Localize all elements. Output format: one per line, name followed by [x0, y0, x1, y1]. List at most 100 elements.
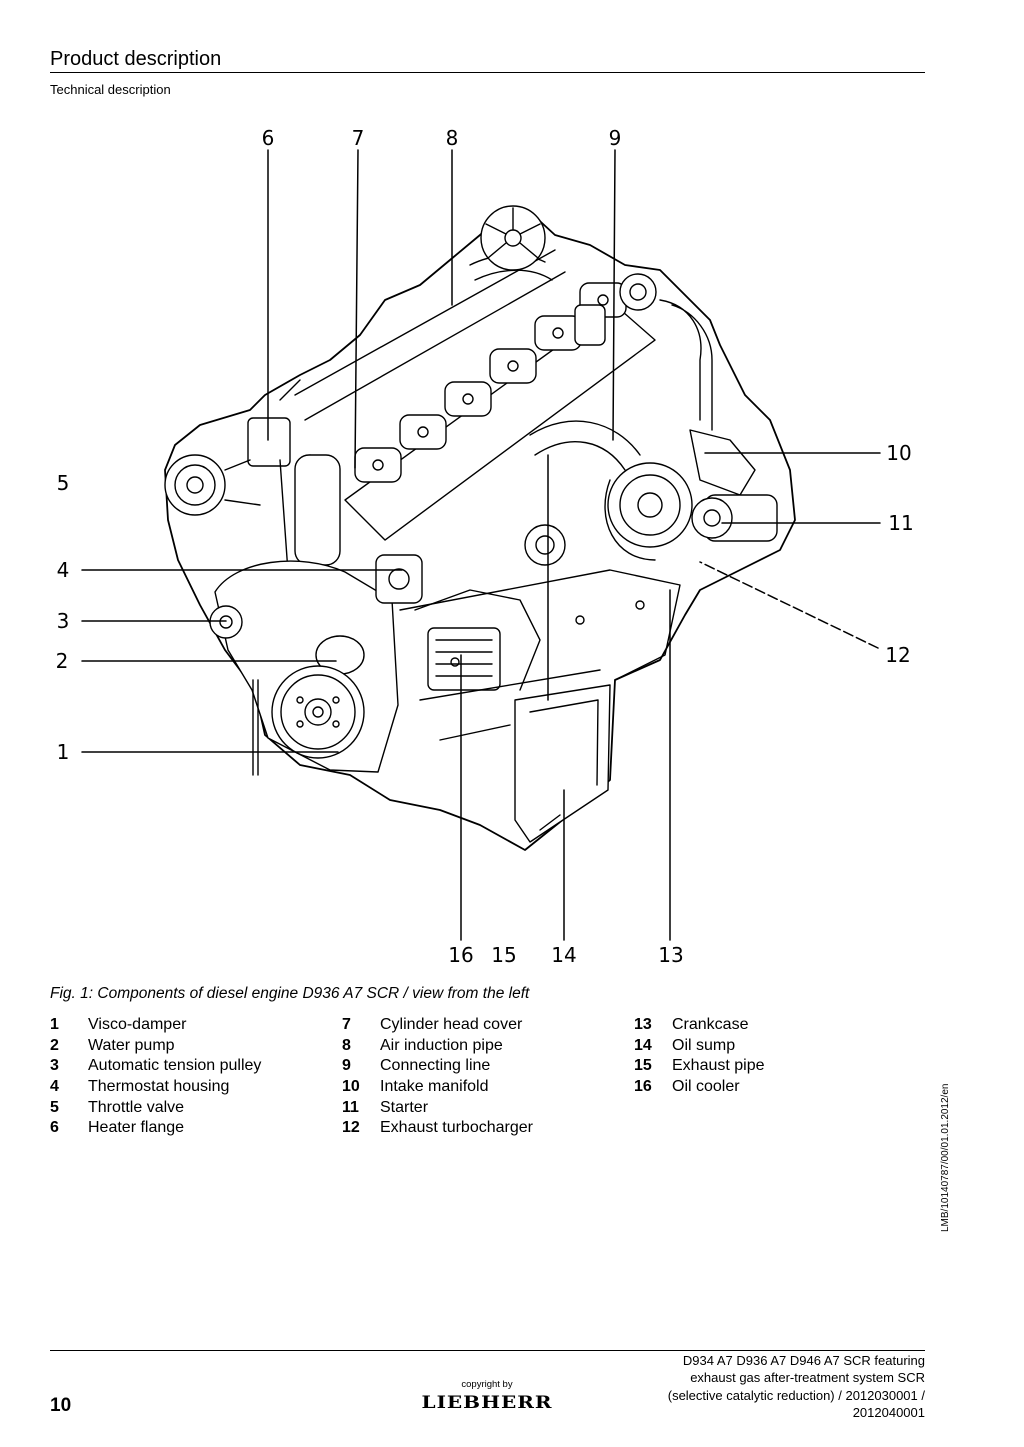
legend-number: 11 [342, 1098, 359, 1116]
legend-label: Air induction pipe [380, 1036, 503, 1054]
legend-item: 2 Water pump [50, 1036, 340, 1057]
legend-item: 3 Automatic tension pulley [50, 1056, 340, 1077]
legend-item: 4 Thermostat housing [50, 1077, 340, 1098]
legend-label: Cylinder head cover [380, 1016, 523, 1033]
legend-label: Exhaust turbocharger [380, 1119, 533, 1137]
legend-item: 5 Throttle valve [50, 1098, 340, 1119]
legend-number: 9 [342, 1057, 351, 1075]
legend-label: Exhaust pipe [672, 1057, 765, 1075]
document-title-line: 2012040001 [852, 1405, 925, 1421]
legend-number: 15 [634, 1057, 652, 1075]
leader-lines [81, 149, 881, 941]
legend-label: Starter [380, 1098, 429, 1116]
air-induction-pipe [279, 249, 566, 421]
callout-9: 9 [608, 126, 622, 150]
callout-14: 14 [551, 943, 577, 967]
legend-item: 1 Visco-damper [50, 1015, 340, 1036]
legend-number: 2 [50, 1036, 59, 1054]
legend-label: Automatic tension pulley [88, 1057, 262, 1075]
copyright-text: copyright by [461, 1379, 513, 1390]
legend-item: 16 Oil cooler [634, 1077, 924, 1098]
legend-item: 8 Air induction pipe [342, 1036, 632, 1057]
tension-pulley [209, 605, 243, 639]
legend-item: 7 Cylinder head cover [342, 1015, 632, 1036]
legend-number: 16 [634, 1078, 652, 1096]
legend-label: Thermostat housing [88, 1078, 230, 1096]
callout-5: 5 [56, 471, 70, 495]
legend-column-3: 13 Crankcase 14 Oil sump 15 Exhaust pipe 16… [634, 1015, 924, 1098]
header-rule [50, 72, 925, 73]
legend-label: Throttle valve [88, 1098, 185, 1116]
document-title-block: D934 A7 D936 A7 D946 A7 SCR featuring ex… [668, 1352, 925, 1422]
legend-label: Visco-damper [88, 1016, 187, 1033]
footer-rule [50, 1350, 925, 1351]
callout-13: 13 [658, 943, 684, 967]
legend-number: 10 [342, 1078, 360, 1096]
callout-4: 4 [56, 558, 70, 582]
callout-1: 1 [56, 740, 70, 764]
page-number: 10 [50, 1395, 72, 1416]
legend-item: 11 Starter [342, 1098, 632, 1119]
legend-item: 13 Crankcase [634, 1015, 924, 1036]
legend-item: 6 Heater flange [50, 1118, 340, 1139]
heater-flange [247, 417, 291, 467]
liebherr-logo: LIEBHERR [421, 1391, 553, 1413]
callout-2: 2 [55, 649, 69, 673]
exhaust-turbocharger [604, 462, 693, 561]
callout-6: 6 [261, 126, 275, 150]
legend-number: 4 [50, 1078, 59, 1096]
legend-label: Connecting line [380, 1057, 491, 1075]
legend-number: 13 [634, 1016, 652, 1033]
oil-cooler [427, 627, 501, 691]
exhaust-pipe [529, 420, 641, 471]
legend-label: Oil sump [672, 1036, 736, 1054]
callout-15: 15 [491, 943, 517, 967]
page-subtitle: Technical description [50, 82, 171, 97]
intake-wheel [480, 205, 546, 271]
oil-sump [514, 684, 611, 843]
legend-number: 6 [50, 1119, 59, 1137]
leader-9 [612, 149, 616, 441]
legend-column-2: 7 Cylinder head cover 8 Air induction pipe… [342, 1015, 632, 1139]
leader-12 [699, 561, 879, 649]
legend-number: 3 [50, 1057, 59, 1075]
leader-7 [354, 149, 359, 469]
document-title-line: D934 A7 D936 A7 D946 A7 SCR featuring [682, 1353, 925, 1368]
legend-number: 5 [50, 1098, 59, 1116]
callout-10: 10 [886, 441, 912, 465]
intake-manifold [689, 429, 756, 496]
dipstick [252, 679, 259, 776]
crankcase [399, 569, 681, 741]
figure-caption: Fig. 1: Components of diesel engine D936… [50, 985, 530, 1002]
page-title: Product description [50, 48, 222, 70]
throttle-valve [164, 454, 226, 516]
document-reference-code: LMB/10140787/00/01.01.2012/en [940, 1083, 951, 1232]
starter [691, 494, 778, 542]
callout-8: 8 [445, 126, 459, 150]
legend-number: 1 [50, 1016, 59, 1033]
legend-label: Water pump [88, 1036, 175, 1054]
legend-number: 12 [342, 1119, 360, 1137]
legend-item: 14 Oil sump [634, 1036, 924, 1057]
document-title-line: (selective catalytic reduction) / 201203… [667, 1387, 925, 1403]
callout-7: 7 [351, 126, 365, 150]
document-title-line: exhaust gas after-treatment system SCR [690, 1370, 925, 1386]
callout-16: 16 [448, 943, 474, 967]
legend-column-1: 1 Visco-damper 2 Water pump 3 Automatic ten… [50, 1015, 340, 1139]
engine-illustration [81, 149, 881, 941]
legend-number: 8 [342, 1036, 351, 1054]
legend-item: 9 Connecting line [342, 1056, 632, 1077]
callout-12: 12 [885, 643, 911, 667]
callout-3: 3 [56, 609, 70, 633]
legend-label: Oil cooler [672, 1078, 740, 1096]
callout-11: 11 [888, 511, 914, 535]
legend-label: Intake manifold [380, 1078, 489, 1096]
legend-label: Crankcase [672, 1016, 749, 1033]
thermostat-housing [375, 554, 423, 604]
legend-item: 10 Intake manifold [342, 1077, 632, 1098]
legend-number: 14 [634, 1036, 652, 1054]
legend-number: 7 [342, 1016, 351, 1033]
legend-item: 15 Exhaust pipe [634, 1056, 924, 1077]
legend-label: Heater flange [88, 1119, 185, 1137]
legend-item: 12 Exhaust turbocharger [342, 1118, 632, 1139]
